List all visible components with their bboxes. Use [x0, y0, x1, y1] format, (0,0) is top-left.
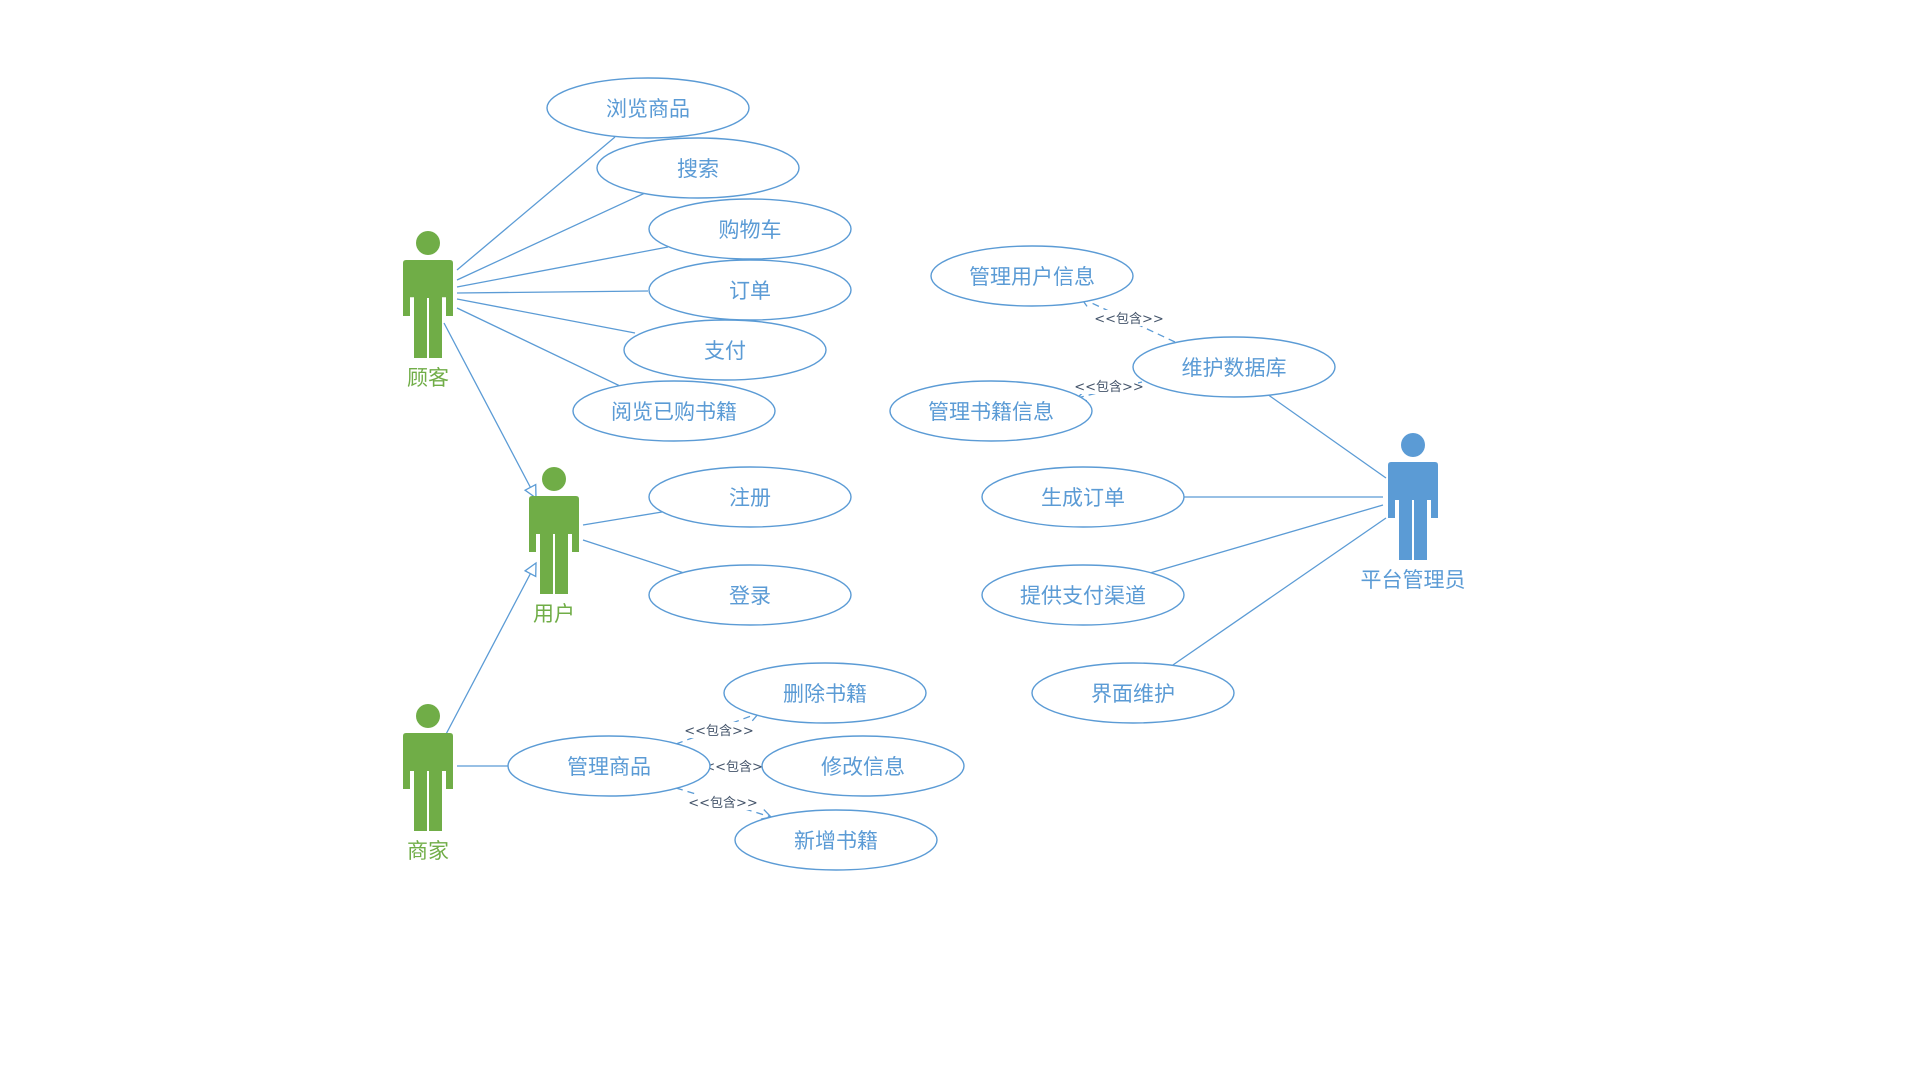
use-case-label: 购物车 — [719, 218, 782, 242]
use-case-label: 管理商品 — [567, 755, 651, 779]
use-case-ellipse — [1031, 662, 1235, 724]
use-case-generate-order[interactable]: 生成订单 — [981, 466, 1185, 528]
use-case-ellipse — [596, 137, 800, 199]
assoc-admin-maintain-db — [1266, 393, 1387, 479]
use-case-label: 修改信息 — [821, 755, 905, 779]
assoc-user-register — [582, 511, 663, 526]
include-goods-delete — [675, 710, 761, 745]
use-case-pay[interactable]: 支付 — [623, 319, 827, 381]
use-case-payment-channel[interactable]: 提供支付渠道 — [981, 564, 1185, 626]
use-case-label: 搜索 — [677, 157, 719, 181]
actor-label: 用户 — [533, 602, 575, 626]
use-case-label: 订单 — [729, 279, 771, 303]
use-case-ellipse — [981, 564, 1185, 626]
stick-figure-icon — [403, 231, 453, 358]
use-case-label: 登录 — [729, 584, 771, 608]
use-case-label: 支付 — [704, 339, 746, 363]
use-case-cart[interactable]: 购物车 — [648, 198, 852, 260]
include-label-modify: <<包含>> — [704, 759, 774, 775]
use-case-ellipse — [623, 319, 827, 381]
use-case-manage-goods[interactable]: 管理商品 — [507, 735, 711, 797]
use-case-delete-book[interactable]: 删除书籍 — [723, 662, 927, 724]
use-case-ellipse — [572, 380, 776, 442]
use-case-ellipse — [723, 662, 927, 724]
use-case-register[interactable]: 注册 — [648, 466, 852, 528]
include-labels: <<包含>> <<包含>> <<包含>> <<包含>> <<包含>> — [684, 310, 1164, 811]
use-case-ellipse — [981, 466, 1185, 528]
use-case-manage-user-info[interactable]: 管理用户信息 — [930, 245, 1134, 307]
user-associations — [582, 511, 685, 574]
assoc-customer-pay — [456, 298, 636, 334]
use-case-label: 提供支付渠道 — [1020, 584, 1146, 608]
stick-figure-icon — [403, 704, 453, 831]
actor-label: 顾客 — [407, 366, 449, 390]
actor-customer[interactable]: 顾客 — [403, 231, 453, 390]
actor-platform-admin[interactable]: 平台管理员 — [1361, 433, 1466, 592]
use-case-order[interactable]: 订单 — [648, 259, 852, 321]
customer-associations — [456, 136, 669, 387]
use-case-add-book[interactable]: 新增书籍 — [734, 809, 938, 871]
use-case-label: 管理用户信息 — [969, 265, 1095, 289]
actor-label: 商家 — [407, 839, 449, 863]
use-case-login[interactable]: 登录 — [648, 564, 852, 626]
include-label-db-book: <<包含>> — [1074, 379, 1144, 395]
include-label-bg — [690, 722, 748, 738]
use-case-label: 删除书籍 — [783, 682, 867, 706]
use-case-ellipse — [930, 245, 1134, 307]
assoc-customer-order — [456, 290, 649, 294]
generalization-merchant-user — [443, 563, 536, 739]
assoc-customer-search — [456, 192, 646, 281]
use-case-label: 新增书籍 — [794, 829, 878, 853]
stick-figure-icon — [529, 467, 579, 594]
use-case-ui-maintenance[interactable]: 界面维护 — [1031, 662, 1235, 724]
assoc-customer-browse — [456, 136, 616, 271]
assoc-user-login — [582, 539, 685, 574]
use-case-ellipse — [648, 466, 852, 528]
include-label-bg — [710, 758, 768, 774]
use-case-ellipse — [648, 564, 852, 626]
admin-associations — [1149, 393, 1387, 668]
use-case-browse-goods[interactable]: 浏览商品 — [546, 77, 750, 139]
include-label-delete: <<包含>> — [684, 723, 754, 739]
use-case-ellipse — [507, 735, 711, 797]
use-case-maintain-db[interactable]: 维护数据库 — [1132, 336, 1336, 398]
use-case-read-purchased[interactable]: 阅览已购书籍 — [572, 380, 776, 442]
assoc-admin-payment — [1149, 504, 1384, 574]
actor-merchant[interactable]: 商家 — [403, 704, 453, 863]
use-case-ellipse — [1132, 336, 1336, 398]
include-label-bg — [1080, 378, 1138, 394]
use-case-label: 阅览已购书籍 — [611, 400, 737, 424]
use-case-ellipse — [648, 198, 852, 260]
use-case-ellipse — [761, 735, 965, 797]
stick-figure-icon — [1388, 433, 1438, 560]
assoc-customer-read — [456, 307, 621, 387]
use-case-label: 维护数据库 — [1182, 356, 1287, 380]
use-case-ellipse — [734, 809, 938, 871]
generalization-customer-user — [443, 322, 536, 498]
include-label-bg — [694, 794, 752, 810]
use-case-label: 注册 — [729, 486, 771, 510]
use-case-label: 界面维护 — [1091, 682, 1175, 706]
use-case-label: 生成订单 — [1041, 486, 1125, 510]
use-case-label: 浏览商品 — [606, 97, 690, 121]
use-case-ellipse — [546, 77, 750, 139]
actor-user[interactable]: 用户 — [529, 467, 579, 626]
assoc-admin-ui — [1169, 517, 1387, 668]
include-label-add: <<包含>> — [688, 795, 758, 811]
include-label-db-user: <<包含>> — [1094, 311, 1164, 327]
use-case-search[interactable]: 搜索 — [596, 137, 800, 199]
use-case-label: 管理书籍信息 — [928, 400, 1054, 424]
actor-label: 平台管理员 — [1361, 568, 1466, 592]
use-case-manage-book-info[interactable]: 管理书籍信息 — [889, 380, 1093, 442]
use-case-modify-info[interactable]: 修改信息 — [761, 735, 965, 797]
assoc-customer-cart — [456, 246, 669, 288]
include-label-bg — [1100, 310, 1158, 326]
use-case-ellipse — [648, 259, 852, 321]
use-case-ellipse — [889, 380, 1093, 442]
